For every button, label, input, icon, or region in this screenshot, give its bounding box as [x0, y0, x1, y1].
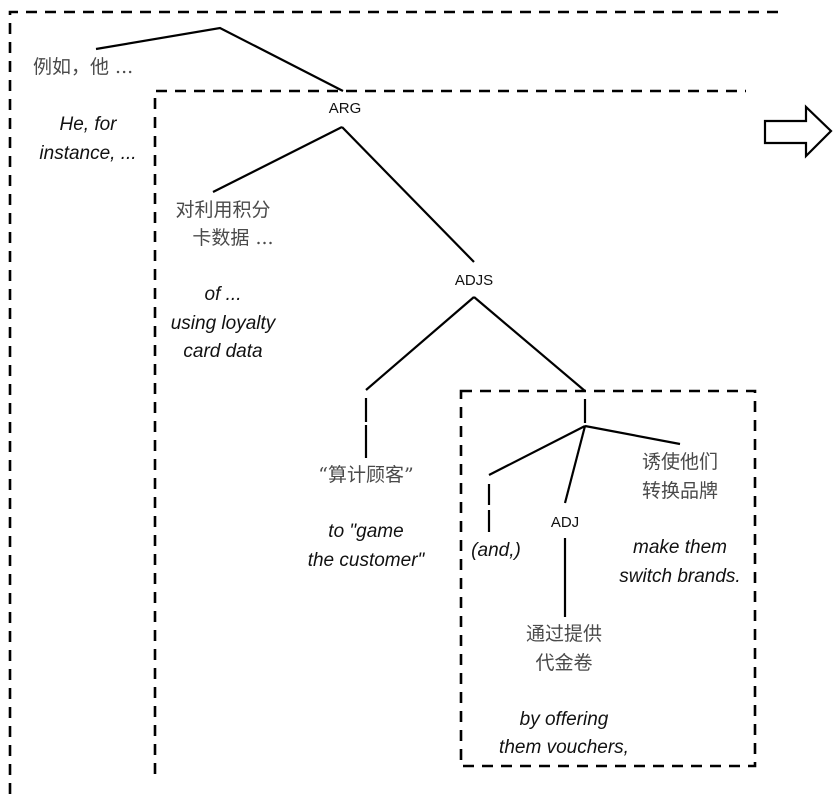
- zh-text: 诱使他们: [642, 451, 718, 473]
- en-text: the customer": [308, 550, 426, 571]
- zh-text: “算计顾客”: [318, 464, 413, 486]
- en-text: by offering: [520, 709, 609, 730]
- edge-group-to-switch: [584, 424, 681, 446]
- edge-group-to-and: [488, 425, 586, 476]
- segment-and: (and,): [471, 540, 521, 561]
- outer-dashed-box: [8, 10, 778, 794]
- en-text: (and,): [471, 540, 521, 561]
- en-text: them vouchers,: [499, 737, 629, 758]
- zh-text: 转换品牌: [642, 480, 718, 502]
- edge-arg-to-loyalty: [212, 126, 343, 193]
- en-text: card data: [183, 341, 262, 362]
- en-text: switch brands.: [619, 566, 740, 587]
- segment-switch: 诱使他们 转换品牌 make them switch brands.: [619, 451, 740, 587]
- node-arg: ARG: [329, 100, 362, 117]
- segment-game: “算计顾客” to "game the customer": [308, 464, 426, 571]
- zh-text: 代金卷: [535, 652, 592, 674]
- segment-vouchers: 通过提供 代金卷 by offering them vouchers,: [499, 623, 629, 758]
- tree-edges: [95, 26, 681, 617]
- node-adj: ADJ: [551, 514, 579, 531]
- edge-arg-to-adjs: [341, 126, 475, 263]
- zh-text: 通过提供: [526, 623, 602, 645]
- inner-dashed-box: [459, 389, 757, 768]
- en-text: He, for: [59, 114, 117, 135]
- segment-loyalty: 对利用积分 卡数据 ... of ... using loyalty card …: [171, 199, 277, 362]
- segment-intro: 例如，他 ... He, for instance, ...: [33, 56, 137, 164]
- node-adjs: ADJS: [455, 272, 493, 289]
- en-text: make them: [633, 537, 727, 558]
- arg-dashed-box: [153, 89, 746, 774]
- zh-text: 对利用积分: [175, 199, 270, 221]
- en-text: instance, ...: [39, 143, 136, 164]
- en-text: to "game: [328, 521, 403, 542]
- edge-adjs-to-game: [365, 296, 475, 391]
- zh-text: 卡数据 ...: [192, 227, 273, 249]
- edge-intro-to-arg: [95, 26, 344, 92]
- en-text: using loyalty: [171, 313, 277, 334]
- edge-adjs-to-group: [473, 296, 586, 392]
- zh-text: 例如，他 ...: [33, 56, 133, 78]
- right-arrow-icon: [763, 104, 833, 159]
- en-text: of ...: [205, 284, 242, 305]
- edge-group-to-adj: [563, 425, 587, 504]
